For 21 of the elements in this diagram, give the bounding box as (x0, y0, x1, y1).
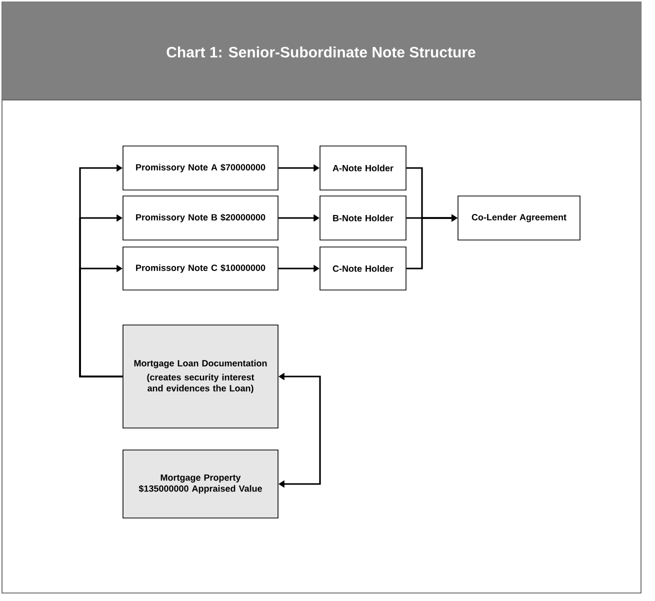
arrow (79, 264, 123, 378)
document-box (122, 450, 278, 518)
box-text: A-Note Holder (332, 164, 394, 172)
note-box (320, 246, 406, 290)
note-box (320, 196, 406, 240)
box-text: (creates security interest and evidences the Loan) (147, 374, 254, 394)
box-text: Mortgage Loan Documentation (134, 360, 267, 368)
note-box (122, 246, 278, 290)
note-box (122, 196, 278, 240)
box-text: Promissory Note C $10000000 (136, 264, 266, 273)
box-text: B-Note Holder (333, 214, 394, 222)
box-text: Co-Lender Agreement (472, 214, 566, 222)
box-text: C-Note Holder (332, 265, 394, 272)
box-text: Promissory Note A $70000000 (136, 164, 266, 172)
document-box (122, 324, 278, 428)
note-box (320, 146, 406, 190)
title: Chart 1: Senior-Subordinate Note Structure (166, 46, 476, 58)
note-box (122, 146, 278, 190)
box-text: Mortgage Property $135000000 Appraised Value (138, 474, 262, 494)
note-box (458, 196, 580, 240)
box-text: Promissory Note B $20000000 (136, 214, 266, 222)
